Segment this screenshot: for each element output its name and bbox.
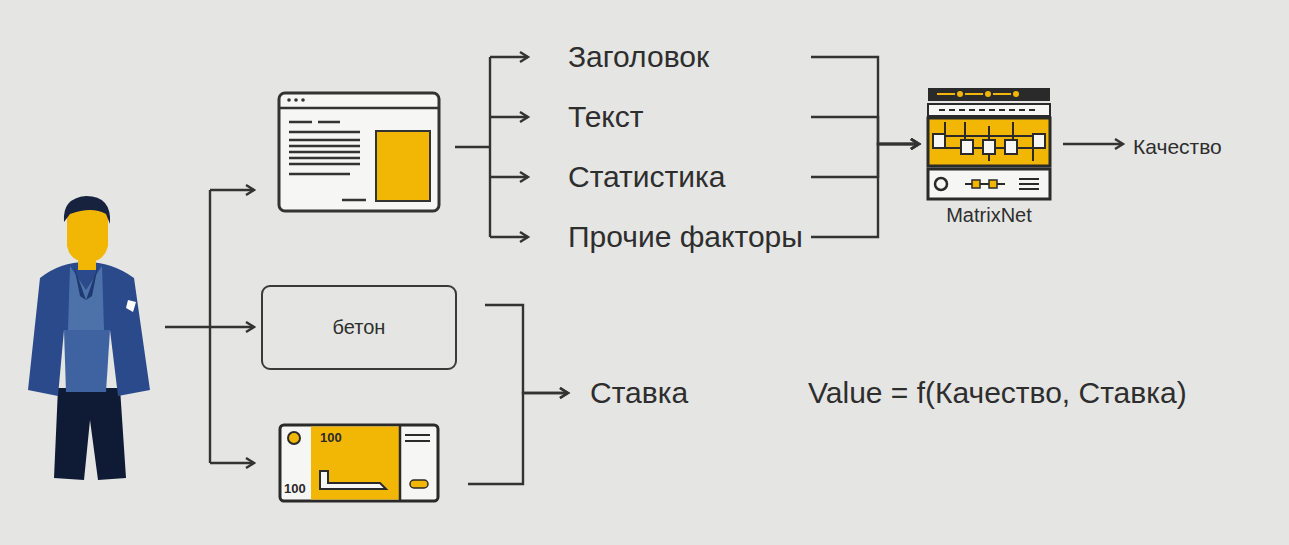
browser-wires [455, 57, 528, 237]
banknote-value: 100 [284, 482, 306, 496]
banknote-value: 100 [320, 431, 342, 445]
person-wires [165, 190, 254, 463]
node-text: Качество [1133, 132, 1222, 162]
connector-arrow [468, 393, 568, 484]
person-figure [28, 196, 150, 480]
connector-arrow [1063, 143, 1123, 145]
formula-label: Value = f(Качество, Ставка) [808, 373, 1187, 413]
text-node: Прочие факторы [568, 217, 803, 257]
server-icon [925, 86, 1053, 202]
node-text: Текст [568, 97, 803, 137]
connector-arrow [811, 144, 919, 237]
text-node: Текст [568, 97, 803, 137]
node-text: Ставка [590, 373, 688, 413]
connector-arrow [811, 117, 919, 144]
text-node: Качество [1133, 132, 1222, 162]
connector-arrow [811, 144, 919, 177]
matrixnet-server: MatrixNet [925, 86, 1053, 228]
text-node: Ставка [590, 373, 688, 413]
text-node: Статистика [568, 157, 803, 197]
node-text: Прочие факторы [568, 217, 803, 257]
connector-arrow [811, 57, 919, 144]
banknote: 100 100 [278, 423, 440, 503]
node-text: Заголовок [568, 37, 803, 77]
query-box: бетон [261, 285, 457, 370]
node-text: MatrixNet [925, 202, 1053, 228]
node-text: бетон [333, 316, 386, 339]
text-node: Заголовок [568, 37, 803, 77]
connector-arrow [485, 305, 568, 393]
node-text: Статистика [568, 157, 803, 197]
browser-icon [279, 93, 439, 211]
